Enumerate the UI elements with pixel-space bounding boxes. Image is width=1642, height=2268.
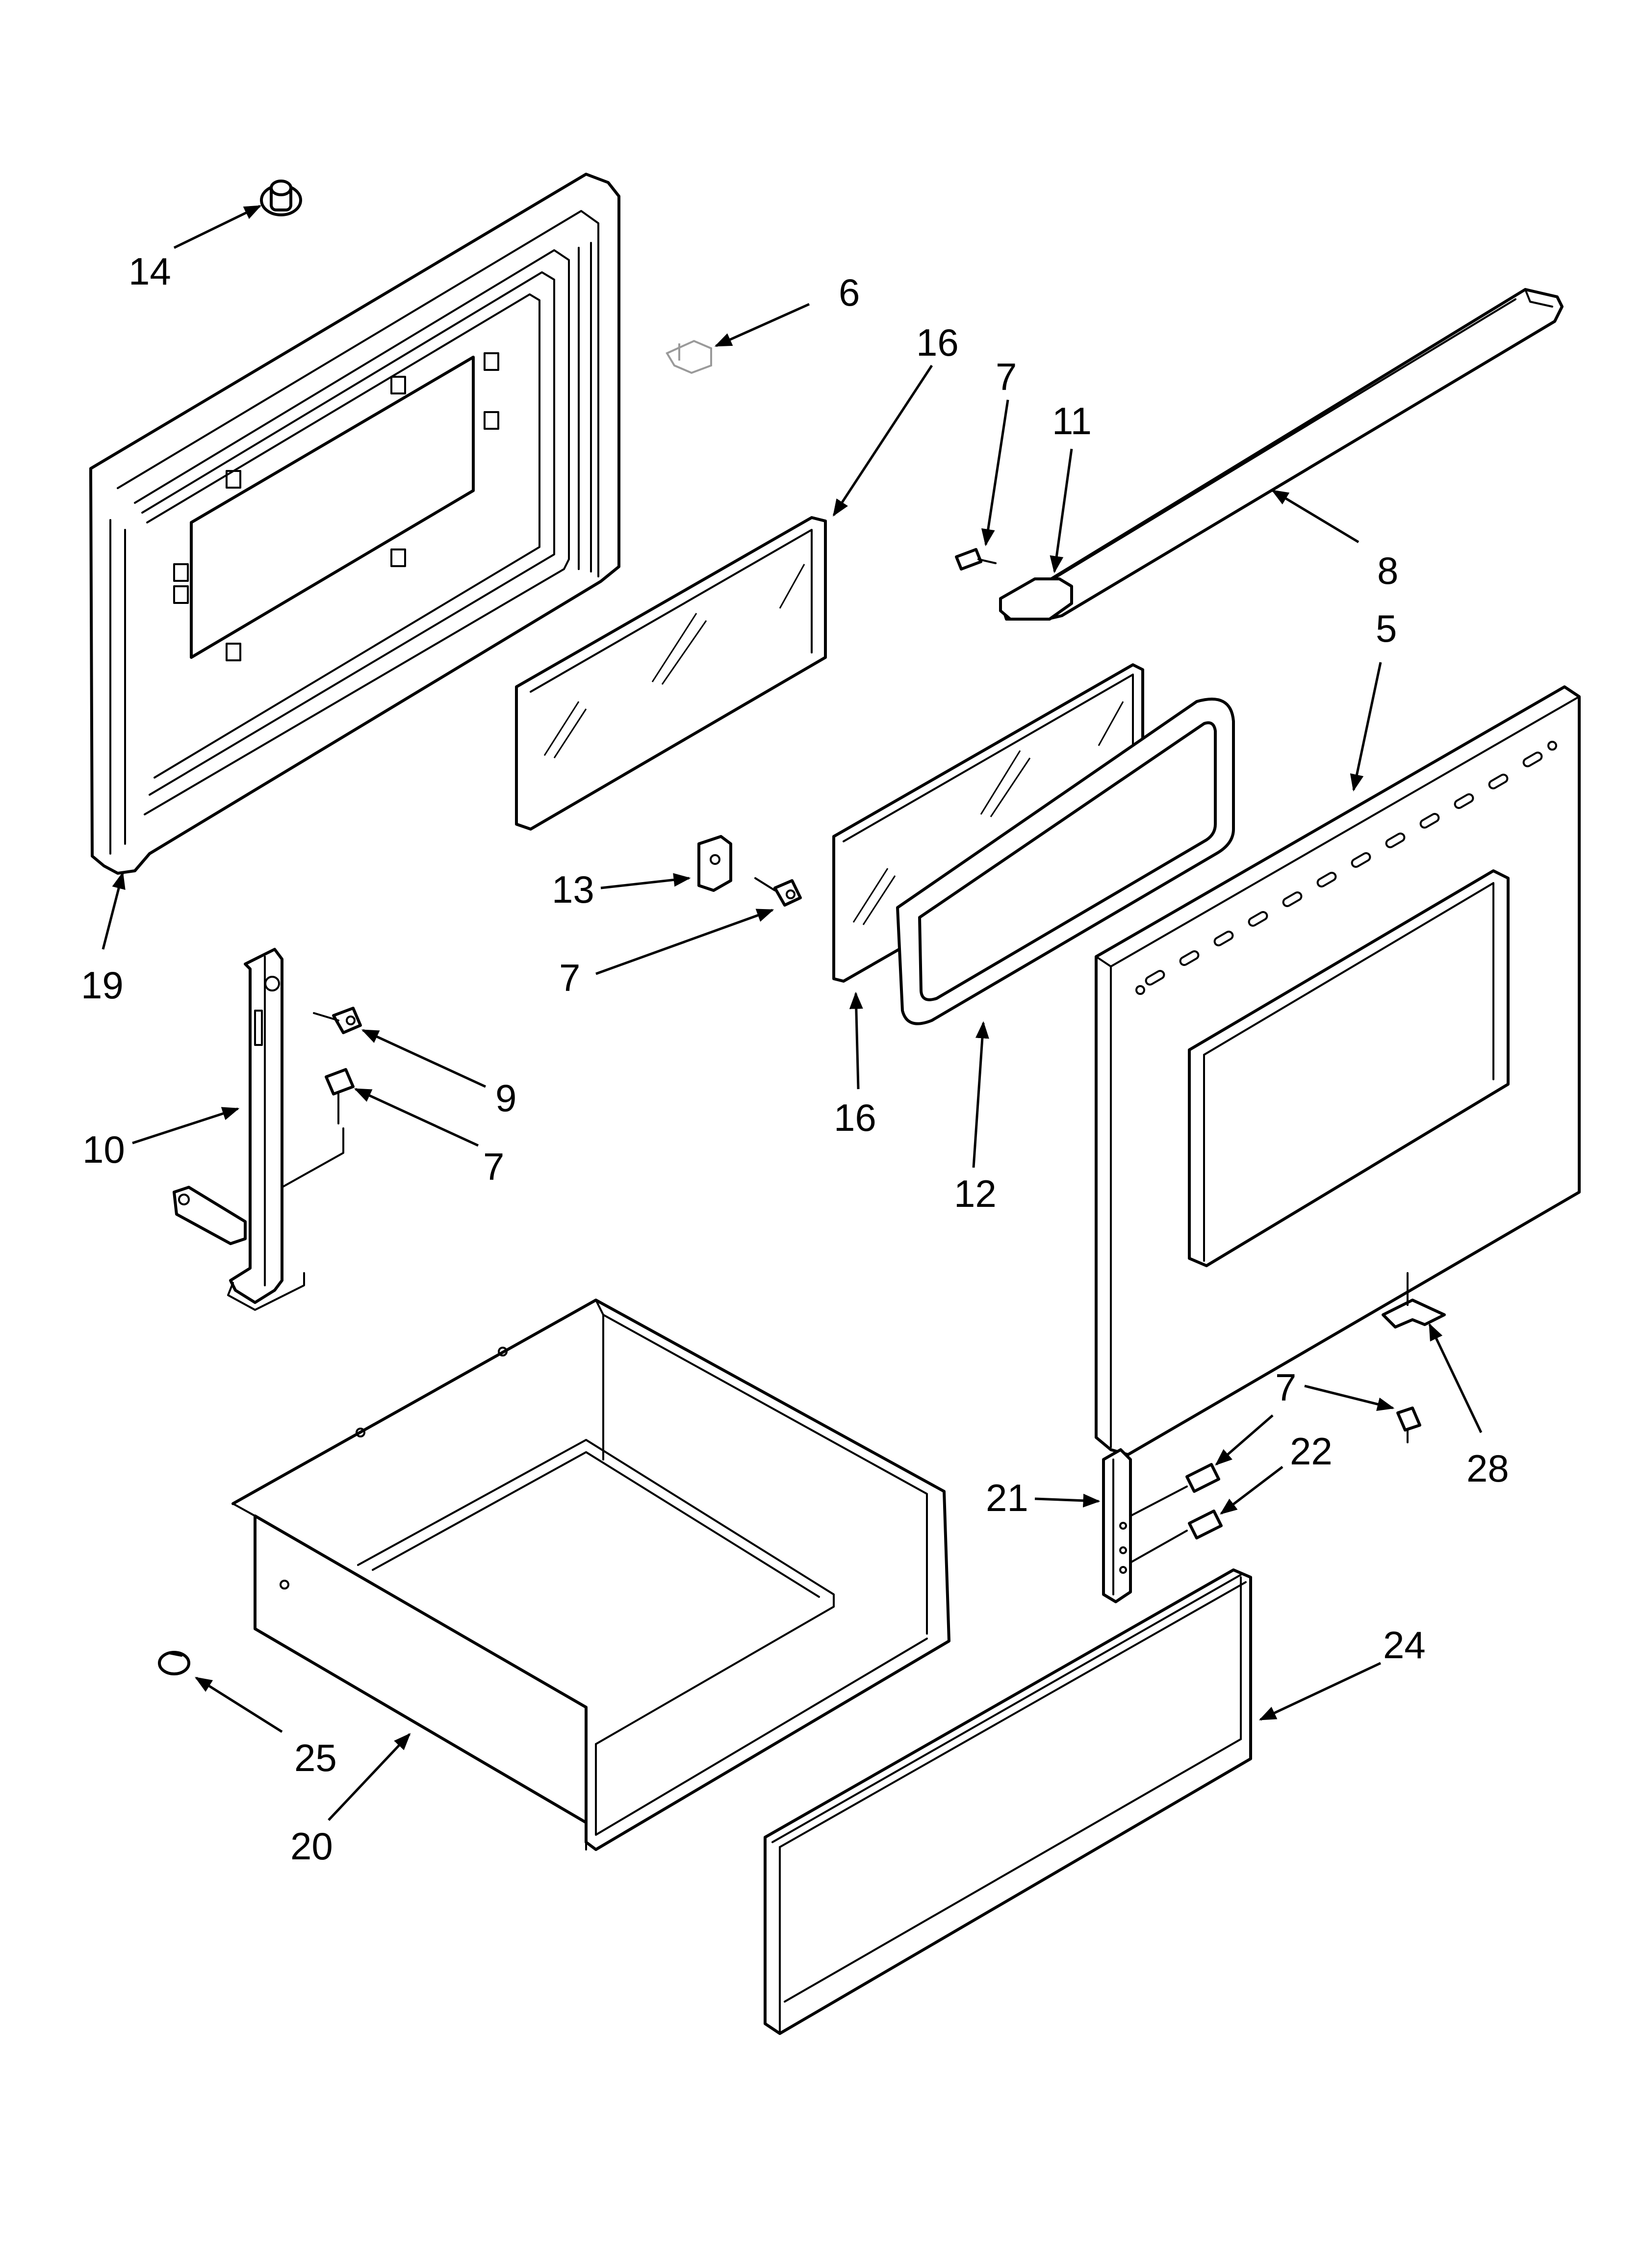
bolt-part-9	[313, 1007, 362, 1034]
callout-7-side: 7	[483, 1145, 504, 1188]
callout-5: 5	[1376, 607, 1397, 650]
screw-part-7-c	[325, 1068, 355, 1124]
callout-19: 19	[81, 964, 124, 1007]
drawer-front-panel-part-24	[764, 1568, 1252, 2035]
leader-5	[1350, 662, 1382, 792]
inner-door-panel-part-19	[89, 173, 620, 875]
leader-25	[195, 1676, 283, 1733]
bracket-part-28	[1382, 1272, 1446, 1329]
bracket-part-13	[697, 835, 732, 892]
callout-7-bracket: 7	[559, 956, 580, 999]
callout-28: 28	[1466, 1447, 1509, 1490]
leader-22	[1220, 1466, 1283, 1515]
leader-7b	[595, 909, 774, 975]
screw-part-7-e	[1185, 1463, 1220, 1493]
leader-24	[1258, 1662, 1382, 1721]
callout-21: 21	[986, 1476, 1028, 1519]
bumper-part-14	[260, 180, 302, 216]
leader-7c	[354, 1088, 479, 1147]
callout-13: 13	[552, 868, 594, 911]
leader-21	[1034, 1493, 1101, 1508]
leader-20	[328, 1733, 411, 1821]
screw-part-7-a	[955, 548, 997, 571]
side-bracket-part-10	[173, 948, 344, 1311]
storage-drawer-part-20	[231, 1299, 950, 1851]
screw-part-25	[158, 1651, 190, 1675]
leader-7a	[981, 399, 1009, 547]
screw-part-7-b	[754, 877, 802, 907]
callout-22: 22	[1290, 1430, 1333, 1473]
leader-11	[1050, 448, 1073, 574]
outer-door-panel-part-5	[1095, 685, 1581, 1456]
leader-12	[972, 1021, 989, 1168]
handle-end-cap-part-11	[999, 577, 1073, 621]
leader-16a	[832, 365, 933, 517]
callout-6: 6	[839, 271, 860, 314]
clip-part-6	[666, 339, 712, 374]
callout-7-lower: 7	[1275, 1366, 1296, 1409]
door-handle-part-8	[1001, 288, 1564, 621]
callout-7-handle: 7	[996, 355, 1017, 398]
glass-pane-upper-part-16	[515, 516, 827, 831]
leader-6	[714, 303, 810, 347]
leader-16b	[849, 991, 863, 1090]
callout-24: 24	[1383, 1623, 1426, 1667]
leader-14	[173, 205, 262, 249]
drawer-support-bracket-part-21	[1102, 1448, 1188, 1603]
leader-7e	[1215, 1414, 1274, 1466]
leader-7d	[1304, 1384, 1395, 1411]
callout-8: 8	[1377, 549, 1398, 592]
callout-14: 14	[128, 250, 171, 293]
leader-13	[600, 873, 691, 889]
screw-part-22	[1188, 1510, 1223, 1539]
callout-16-lower: 16	[834, 1096, 876, 1139]
callout-20: 20	[290, 1825, 333, 1868]
callout-10: 10	[82, 1128, 125, 1171]
leader-10	[132, 1107, 240, 1145]
door-gasket-part-12	[896, 698, 1235, 1025]
leader-19	[102, 871, 126, 950]
callout-9: 9	[495, 1076, 516, 1120]
leader-9	[361, 1029, 487, 1088]
screw-part-7-d	[1396, 1407, 1421, 1443]
callout-16-upper: 16	[916, 321, 959, 364]
leader-28	[1428, 1323, 1483, 1434]
callout-11: 11	[1052, 399, 1092, 443]
leader-8	[1271, 489, 1360, 544]
callout-12: 12	[954, 1172, 997, 1215]
callout-25: 25	[294, 1736, 337, 1779]
